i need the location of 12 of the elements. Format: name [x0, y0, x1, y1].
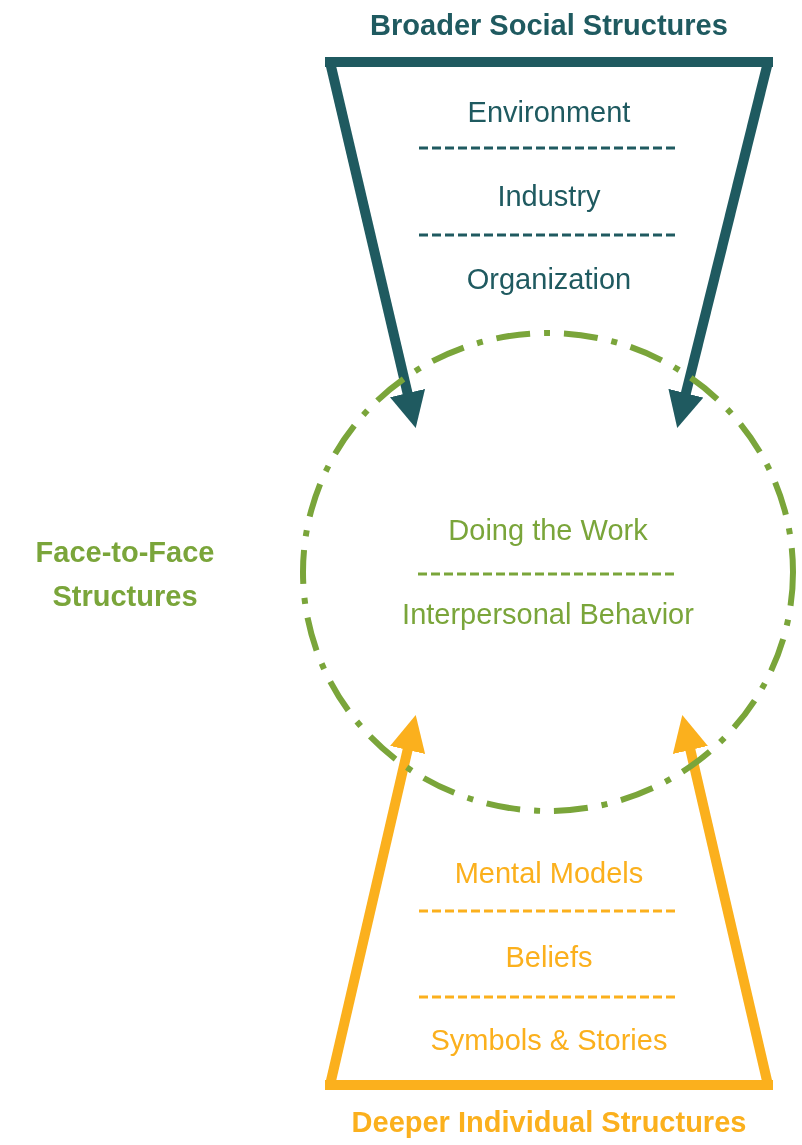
item-label: Doing the Work [447, 513, 649, 548]
dash-dot-circle [298, 328, 798, 816]
item-label: Beliefs [504, 940, 594, 975]
item-label: Industry [496, 179, 602, 214]
item-label: Organization [465, 262, 633, 297]
section-heading: Face-to-Face Structures [34, 535, 216, 614]
item-label: Environment [466, 95, 632, 130]
section-heading: Deeper Individual Structures [350, 1105, 748, 1140]
item-label: Mental Models [453, 856, 645, 891]
section-heading: Broader Social Structures [369, 8, 729, 43]
item-label: Interpersonal Behavior [401, 597, 695, 632]
item-label: Symbols & Stories [429, 1023, 669, 1058]
